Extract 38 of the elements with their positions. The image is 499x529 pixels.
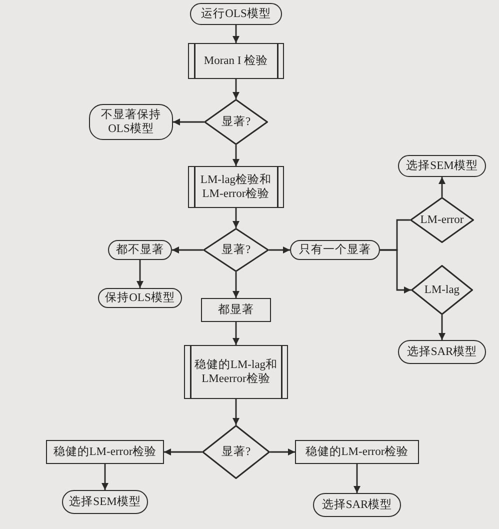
arrow [232,79,240,99]
decision-diamond: LM-error [410,197,474,243]
terminal-box: 保持OLS模型 [98,288,182,308]
process-box: 稳健的LM-error检验 [46,440,164,464]
arrow [136,260,144,288]
arrow [232,145,240,166]
decision-diamond: 显著? [203,228,269,272]
arrow [380,249,411,294]
arrow [173,118,204,126]
arrow [232,399,240,425]
decision-diamond: 显著? [204,99,268,145]
terminal-box: 选择SEM模型 [398,155,486,177]
decision-diamond: LM-lag [411,265,473,315]
terminal-box: 运行OLS模型 [190,3,282,25]
process-box: Moran I 检验 [188,43,284,79]
arrow [232,272,240,298]
terminal-box: 选择SAR模型 [313,493,401,517]
arrow [438,177,446,197]
arrow [269,246,290,254]
arrow [102,464,108,490]
terminal-box: 只有一个显著 [290,240,380,260]
process-box: 都显著 [201,298,271,322]
arrow [172,246,203,254]
terminal-box: 不显著保持OLS模型 [89,104,173,140]
process-box: LM-lag检验和 LM-error检验 [188,166,284,208]
arrow [270,448,295,456]
decision-diamond: 显著? [202,425,270,479]
terminal-box: 都不显著 [108,240,172,260]
arrow [232,25,240,43]
arrow [232,322,240,345]
arrow [164,448,202,456]
arrow [438,315,446,340]
process-box: 稳健的LM-error检验 [295,440,419,464]
arrow [232,208,240,228]
terminal-box: 选择SAR模型 [398,340,486,364]
terminal-box: 选择SEM模型 [62,490,148,514]
process-box: 稳健的LM-lag和LMeerror检验 [184,345,288,399]
arrow [354,464,360,493]
